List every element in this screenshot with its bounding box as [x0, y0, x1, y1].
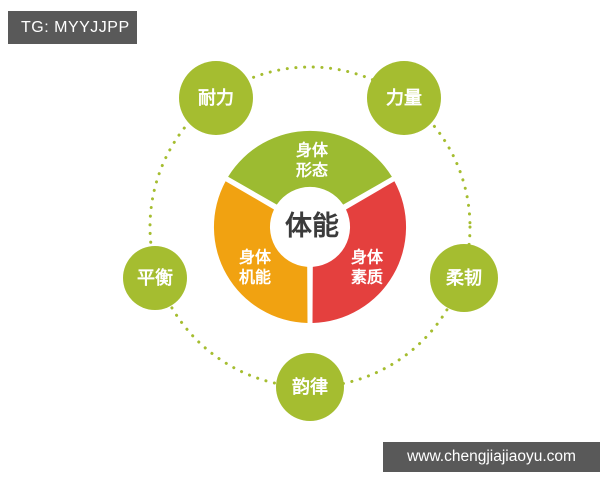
donut-segment-body-quality: 身体 素质	[312, 181, 407, 323]
endurance-circle	[179, 61, 253, 135]
satellite-strength: 力量	[367, 61, 441, 135]
watermark-url: www.chengjiajiaoyu.com	[383, 442, 600, 472]
body-shape-label-line1: 身体	[296, 141, 329, 160]
rhythm-circle	[276, 353, 344, 421]
satellite-flexibility: 柔韧	[430, 244, 498, 312]
flexibility-circle	[430, 244, 498, 312]
rhythm-label: 韵律	[292, 376, 328, 397]
satellite-endurance: 耐力	[179, 61, 253, 135]
body-quality-sector	[312, 181, 407, 323]
body-function-sector	[213, 181, 308, 323]
body-function-label-line2: 机能	[239, 268, 271, 287]
body-quality-label-line1: 身体	[351, 248, 384, 267]
balance-circle	[123, 246, 187, 310]
endurance-label: 耐力	[198, 87, 234, 108]
balance-label: 平衡	[137, 267, 173, 288]
body-quality-label-line2: 素质	[351, 268, 383, 287]
satellite-balance: 平衡	[123, 246, 187, 310]
strength-label: 力量	[386, 87, 422, 108]
donut-segment-body-function: 身体 机能	[213, 181, 308, 323]
flexibility-label: 柔韧	[446, 268, 482, 288]
body-shape-label-line2: 形态	[296, 161, 328, 180]
center-fitness-label: 体能	[285, 210, 339, 241]
watermark-badge: TG: MYYJJPP	[8, 11, 137, 44]
donut-segment-body-shape: 身体 形态	[228, 130, 392, 205]
body-function-label-line1: 身体	[239, 248, 272, 267]
satellite-rhythm: 韵律	[276, 353, 344, 421]
body-shape-sector	[228, 130, 392, 205]
strength-circle	[367, 61, 441, 135]
